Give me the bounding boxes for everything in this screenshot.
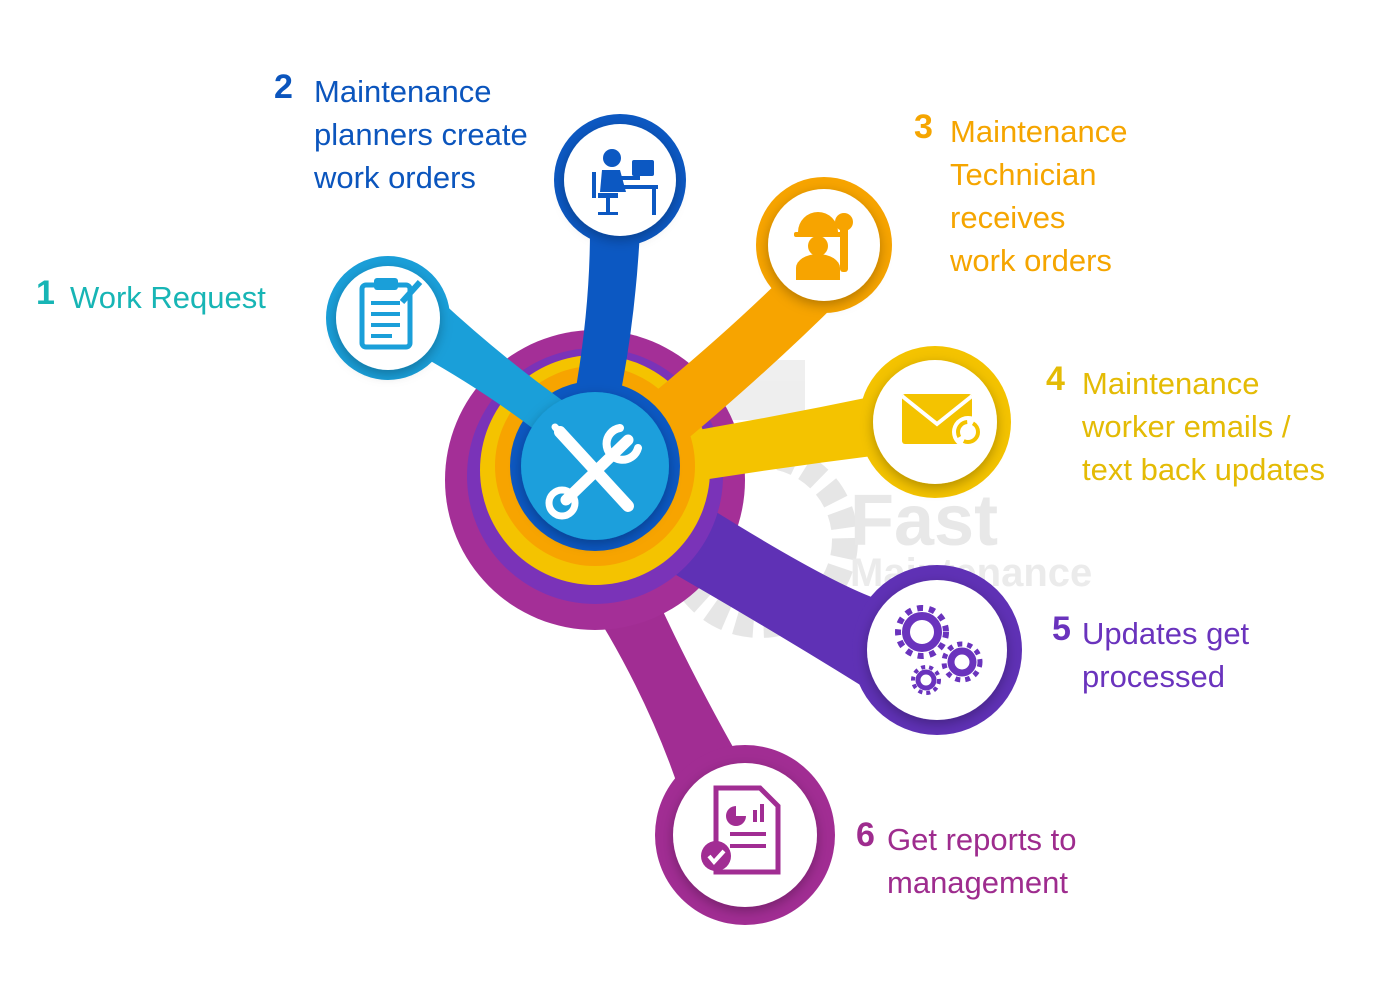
- step-1-number: 1: [36, 274, 55, 312]
- node-4: [873, 360, 997, 484]
- node-3: [768, 189, 880, 301]
- planner-at-desk-icon: [592, 149, 658, 215]
- wrench-screwdriver-icon: [545, 423, 642, 520]
- step-6-number: 6: [856, 816, 875, 854]
- technician-wrench-icon: [794, 212, 853, 280]
- step-6-label: Get reports to management: [887, 822, 1077, 900]
- node-2: [564, 124, 676, 236]
- envelope-sync-icon: [900, 394, 984, 448]
- gears-icon: [895, 605, 983, 695]
- step-2-number: 2: [274, 68, 293, 106]
- step-3-label: Maintenance Technician receives work ord…: [950, 114, 1128, 278]
- clipboard-icon: [359, 278, 423, 350]
- node-5: [867, 580, 1007, 720]
- node-6: [673, 763, 817, 907]
- step-5-number: 5: [1052, 610, 1071, 648]
- report-document-icon: [701, 785, 781, 875]
- step-1-label: Work Request: [70, 280, 266, 315]
- step-4-label: Maintenance worker emails / text back up…: [1082, 366, 1325, 487]
- node-1: [336, 266, 440, 370]
- step-3-number: 3: [914, 108, 933, 146]
- step-2-label: Maintenance planners create work orders: [314, 74, 528, 195]
- step-4-number: 4: [1046, 360, 1065, 398]
- hub-center: [521, 392, 669, 540]
- step-5-label: Updates get processed: [1082, 616, 1250, 694]
